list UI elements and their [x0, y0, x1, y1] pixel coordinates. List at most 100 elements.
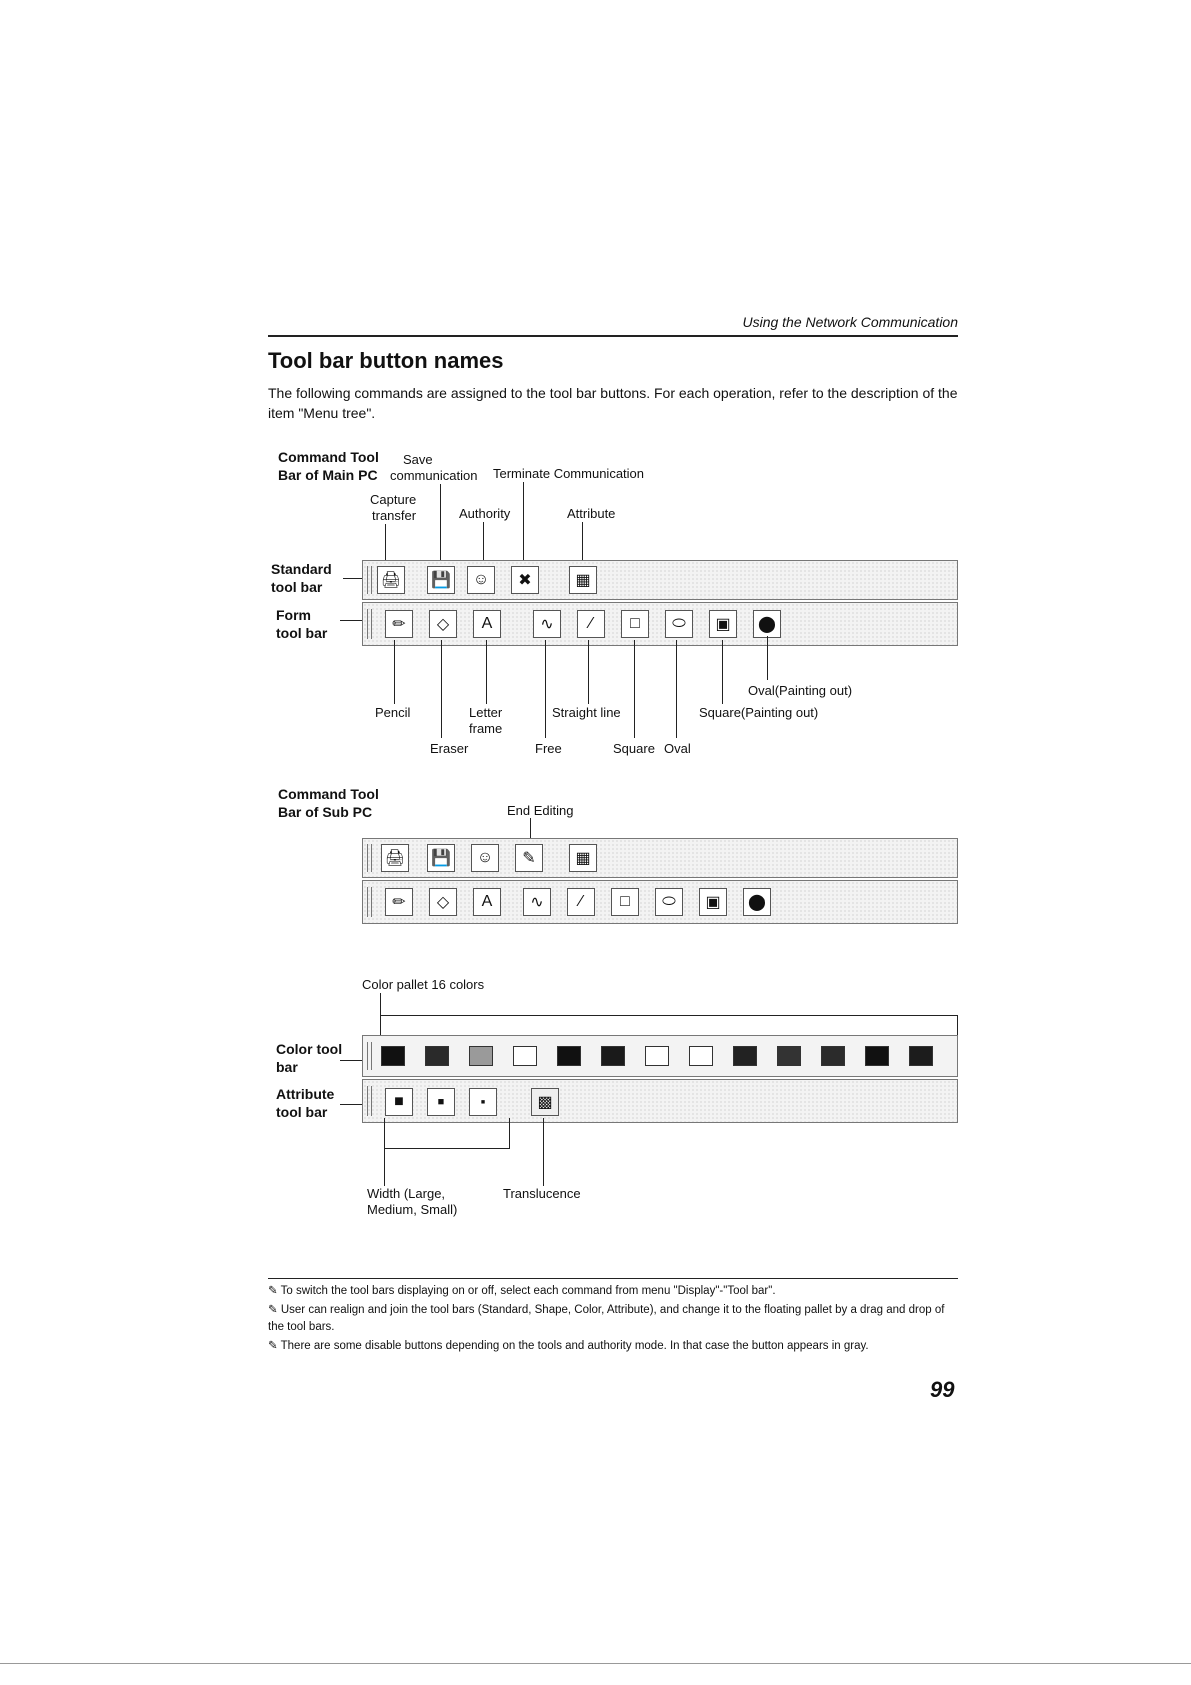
standard-toolbar: 🖨 💾 ☺ ✖ ▦ [362, 560, 958, 600]
leader-oval-paint [767, 636, 768, 680]
main-pc-caption: Command Tool Bar of Main PC [278, 448, 379, 484]
oval-icon: ⬭ [662, 893, 676, 910]
width-medium-button[interactable]: ■ [427, 1088, 455, 1116]
leader-translucence [543, 1118, 544, 1186]
sub-pc-caption-line2: Bar of Sub PC [278, 804, 373, 820]
attribute-toolbar: ■ ■ ■ ▩ [362, 1079, 958, 1123]
color-swatch[interactable] [689, 1046, 713, 1066]
pencil-button[interactable]: ✏ [385, 888, 413, 916]
label-save: Save [403, 452, 433, 467]
straight-line-button[interactable]: ∕ [577, 610, 605, 638]
save-communication-button[interactable]: 💾 [427, 566, 455, 594]
attribute-icon: ▦ [575, 572, 591, 589]
free-line-button[interactable]: ∿ [533, 610, 561, 638]
toolbar-grip[interactable] [367, 609, 372, 639]
square-paint-button[interactable]: ▣ [699, 888, 727, 916]
sub-pc-caption: Command Tool Bar of Sub PC [278, 785, 379, 821]
oval-paint-icon: ⬤ [748, 894, 766, 911]
authority-icon: ☺ [476, 849, 494, 866]
letter-frame-button[interactable]: A [473, 610, 501, 638]
color-swatch[interactable] [645, 1046, 669, 1066]
label-width-line1: Width (Large, [367, 1186, 446, 1201]
pencil-button[interactable]: ✏ [385, 610, 413, 638]
color-swatch[interactable] [513, 1046, 537, 1066]
capture-transfer-button[interactable]: 🖨 [377, 566, 405, 594]
label-pencil: Pencil [375, 705, 411, 720]
capture-transfer-button[interactable]: 🖨 [381, 844, 409, 872]
note-icon: ✎ [268, 1340, 278, 1352]
form-toolbar-label: Form tool bar [276, 606, 327, 642]
authority-icon: ☺ [472, 571, 490, 588]
label-square-painting: Square(Painting out) [699, 705, 819, 720]
straight-line-button[interactable]: ∕ [567, 888, 595, 916]
form-toolbar: ✏ ◇ A ∿ ∕ □ ⬭ ▣ ⬤ [362, 602, 958, 646]
footnote-1-text: To switch the tool bars displaying on or… [280, 1285, 776, 1297]
terminate-icon: ✖ [518, 572, 532, 589]
width-large-button[interactable]: ■ [385, 1088, 413, 1116]
oval-paint-button[interactable]: ⬤ [743, 888, 771, 916]
authority-button[interactable]: ☺ [467, 566, 495, 594]
label-oval-painting: Oval(Painting out) [748, 683, 853, 698]
color-swatch[interactable] [733, 1046, 757, 1066]
save-communication-button[interactable]: 💾 [427, 844, 455, 872]
label-straight-line: Straight line [552, 705, 621, 720]
color-label-line1: Color tool [276, 1041, 343, 1057]
square-icon: □ [630, 615, 640, 632]
attribute-pointer [340, 1104, 362, 1105]
bracket-width-end [509, 1118, 510, 1149]
leader-square-paint [722, 640, 723, 704]
standard-toolbar-label: Standard tool bar [271, 560, 332, 596]
translucence-button[interactable]: ▩ [531, 1088, 559, 1116]
oval-button[interactable]: ⬭ [655, 888, 683, 916]
oval-paint-button[interactable]: ⬤ [753, 610, 781, 638]
leader-pencil [394, 640, 395, 704]
color-swatch[interactable] [865, 1046, 889, 1066]
end-editing-icon: ✎ [522, 850, 536, 867]
footnote-3-text: There are some disable buttons depending… [280, 1340, 869, 1352]
page-number: 99 [930, 1377, 955, 1402]
footnote-3: ✎ There are some disable buttons dependi… [268, 1338, 958, 1355]
form-label-line2: tool bar [276, 625, 328, 641]
color-swatch[interactable] [381, 1046, 405, 1066]
color-toolbar-label: Color tool bar [276, 1040, 342, 1076]
attribute-button[interactable]: ▦ [569, 844, 597, 872]
toolbar-grip[interactable] [367, 1042, 372, 1070]
leader-width [384, 1118, 385, 1186]
label-frame: frame [469, 721, 503, 736]
intro-text: The following commands are assigned to t… [268, 385, 958, 421]
square-button[interactable]: □ [621, 610, 649, 638]
standard-label-line2: tool bar [271, 579, 323, 595]
free-line-button[interactable]: ∿ [523, 888, 551, 916]
color-swatch[interactable] [777, 1046, 801, 1066]
end-editing-button[interactable]: ✎ [515, 844, 543, 872]
toolbar-grip[interactable] [367, 844, 372, 872]
eraser-button[interactable]: ◇ [429, 610, 457, 638]
toolbar-grip[interactable] [367, 887, 372, 917]
width-small-button[interactable]: ■ [469, 1088, 497, 1116]
leader-save [440, 484, 441, 576]
color-swatch[interactable] [909, 1046, 933, 1066]
attribute-button[interactable]: ▦ [569, 566, 597, 594]
toolbar-grip[interactable] [367, 566, 372, 594]
square-paint-button[interactable]: ▣ [709, 610, 737, 638]
standard-label-line1: Standard [271, 561, 332, 577]
authority-button[interactable]: ☺ [471, 844, 499, 872]
leader-free [545, 640, 546, 738]
color-swatch[interactable] [821, 1046, 845, 1066]
toolbar-grip[interactable] [367, 1086, 372, 1116]
footnote-2-text: User can realign and join the tool bars … [268, 1304, 945, 1333]
color-pointer [340, 1060, 362, 1061]
color-swatch[interactable] [425, 1046, 449, 1066]
color-swatch[interactable] [557, 1046, 581, 1066]
oval-button[interactable]: ⬭ [665, 610, 693, 638]
terminate-communication-button[interactable]: ✖ [511, 566, 539, 594]
square-button[interactable]: □ [611, 888, 639, 916]
page-bottom-rule [0, 1663, 1191, 1664]
oval-paint-icon: ⬤ [758, 616, 776, 633]
color-swatch[interactable] [601, 1046, 625, 1066]
letter-frame-button[interactable]: A [473, 888, 501, 916]
color-swatch[interactable] [469, 1046, 493, 1066]
translucence-icon: ▩ [537, 1094, 553, 1111]
pencil-icon: ✏ [392, 894, 406, 911]
eraser-button[interactable]: ◇ [429, 888, 457, 916]
